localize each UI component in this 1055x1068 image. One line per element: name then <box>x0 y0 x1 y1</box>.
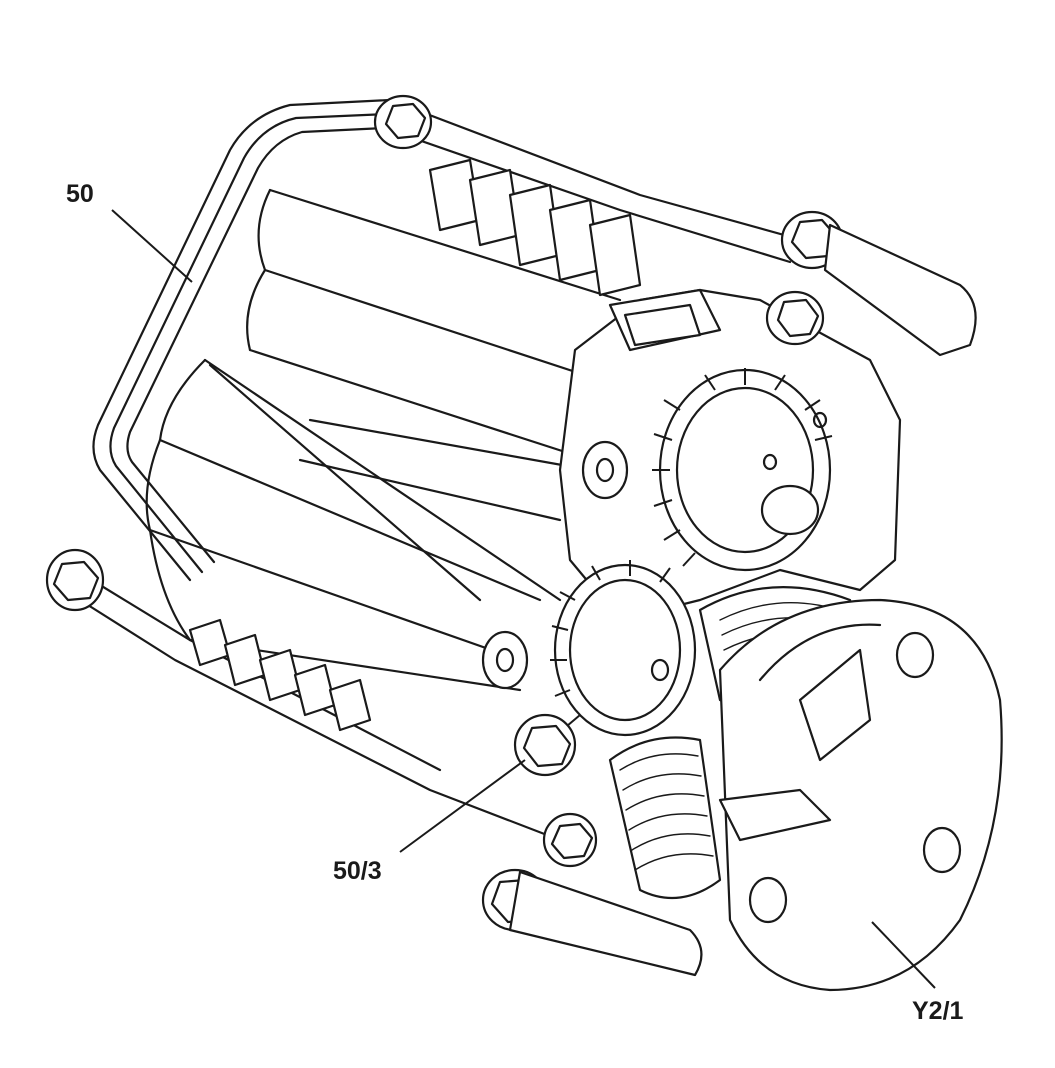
leader-50 <box>111 209 193 283</box>
bolt-top-left <box>373 94 433 150</box>
bolt-top-right <box>780 210 977 357</box>
motor-body <box>145 188 622 692</box>
upper-spur-gear <box>652 368 833 572</box>
leader-y2-1 <box>871 921 936 989</box>
leader-50-3 <box>399 759 526 853</box>
housing-rim <box>78 98 822 842</box>
callout-50-3: 50/3 <box>333 857 382 885</box>
callout-50: 50 <box>66 180 94 208</box>
actuator-cap <box>718 598 1003 992</box>
callout-y2-1: Y2/1 <box>912 997 964 1025</box>
bolt-left <box>45 548 105 612</box>
lower-spur-gear <box>550 560 697 737</box>
bolt-upper-middle <box>765 290 825 346</box>
worm-thread-lower <box>188 618 372 732</box>
bolt-50-3 <box>513 713 577 777</box>
bolt-bottom <box>481 868 703 977</box>
worm-thread-upper <box>428 158 642 297</box>
bolt-lower-middle <box>542 812 598 868</box>
